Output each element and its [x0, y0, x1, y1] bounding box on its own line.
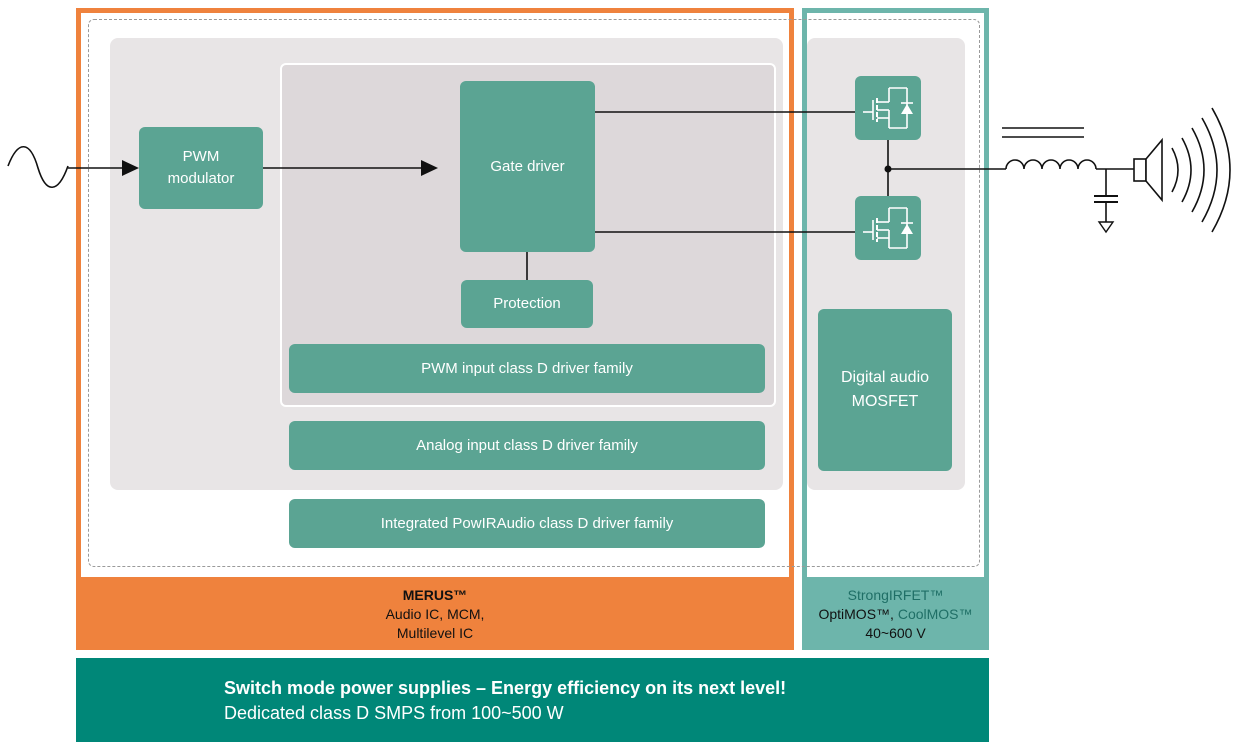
integrated-family-block: Integrated PowIRAudio class D driver fam…: [289, 499, 765, 548]
mosfet-line3: 40~600 V: [865, 625, 926, 641]
arrow-head: [421, 160, 438, 176]
speaker-icon: [1133, 107, 1231, 233]
merus-line1: Audio IC, MCM,: [385, 606, 485, 622]
mosfet-line2a: OptiMOS™,: [818, 606, 898, 622]
banner-subline: Dedicated class D SMPS from 100~500 W: [224, 703, 564, 723]
system-boundary: [88, 19, 980, 567]
inductor-icon: [1005, 159, 1097, 170]
arrow-head: [122, 160, 139, 176]
analog-input-family-block: Analog input class D driver family: [289, 421, 765, 470]
mosfet-high-side-icon: [855, 76, 921, 140]
smps-banner: Switch mode power supplies – Energy effi…: [76, 658, 989, 742]
pwm-modulator-block: PWM modulator: [139, 127, 263, 209]
mosfet-line1: StrongIRFET™: [847, 587, 944, 603]
mosfet-low-side-icon: [855, 196, 921, 260]
protection-block: Protection: [461, 280, 593, 328]
mosfet-label: StrongIRFET™ OptiMOS™, CoolMOS™ 40~600 V: [802, 582, 989, 650]
ac-source-icon: [7, 146, 69, 188]
merus-line2: Multilevel IC: [396, 625, 474, 641]
banner-headline: Switch mode power supplies – Energy effi…: [224, 678, 787, 698]
mosfet-frame: [802, 8, 989, 582]
ground-icon: [1097, 221, 1115, 234]
mosfet-line2b: CoolMOS™: [897, 606, 973, 622]
gate-driver-block: Gate driver: [460, 81, 595, 252]
pwm-input-family-block: PWM input class D driver family: [289, 344, 765, 393]
merus-brand: MERUS™: [402, 587, 468, 603]
merus-frame: [76, 8, 794, 582]
mosfet-line2: OptiMOS™, CoolMOS™: [802, 605, 989, 624]
merus-label: MERUS™ Audio IC, MCM, Multilevel IC: [76, 582, 794, 650]
digital-audio-mosfet-block: Digital audio MOSFET: [818, 309, 952, 471]
